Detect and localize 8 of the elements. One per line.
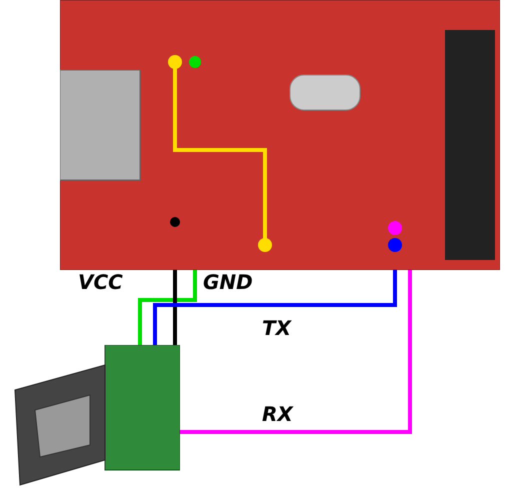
wire-label: RX — [262, 404, 293, 424]
wire-label: VCC — [78, 272, 123, 292]
wire-label: GND — [203, 272, 253, 292]
wire — [180, 270, 412, 434]
wire — [138, 270, 197, 345]
wire — [153, 270, 397, 345]
wire — [173, 270, 177, 345]
wire-label: TX — [262, 318, 292, 338]
